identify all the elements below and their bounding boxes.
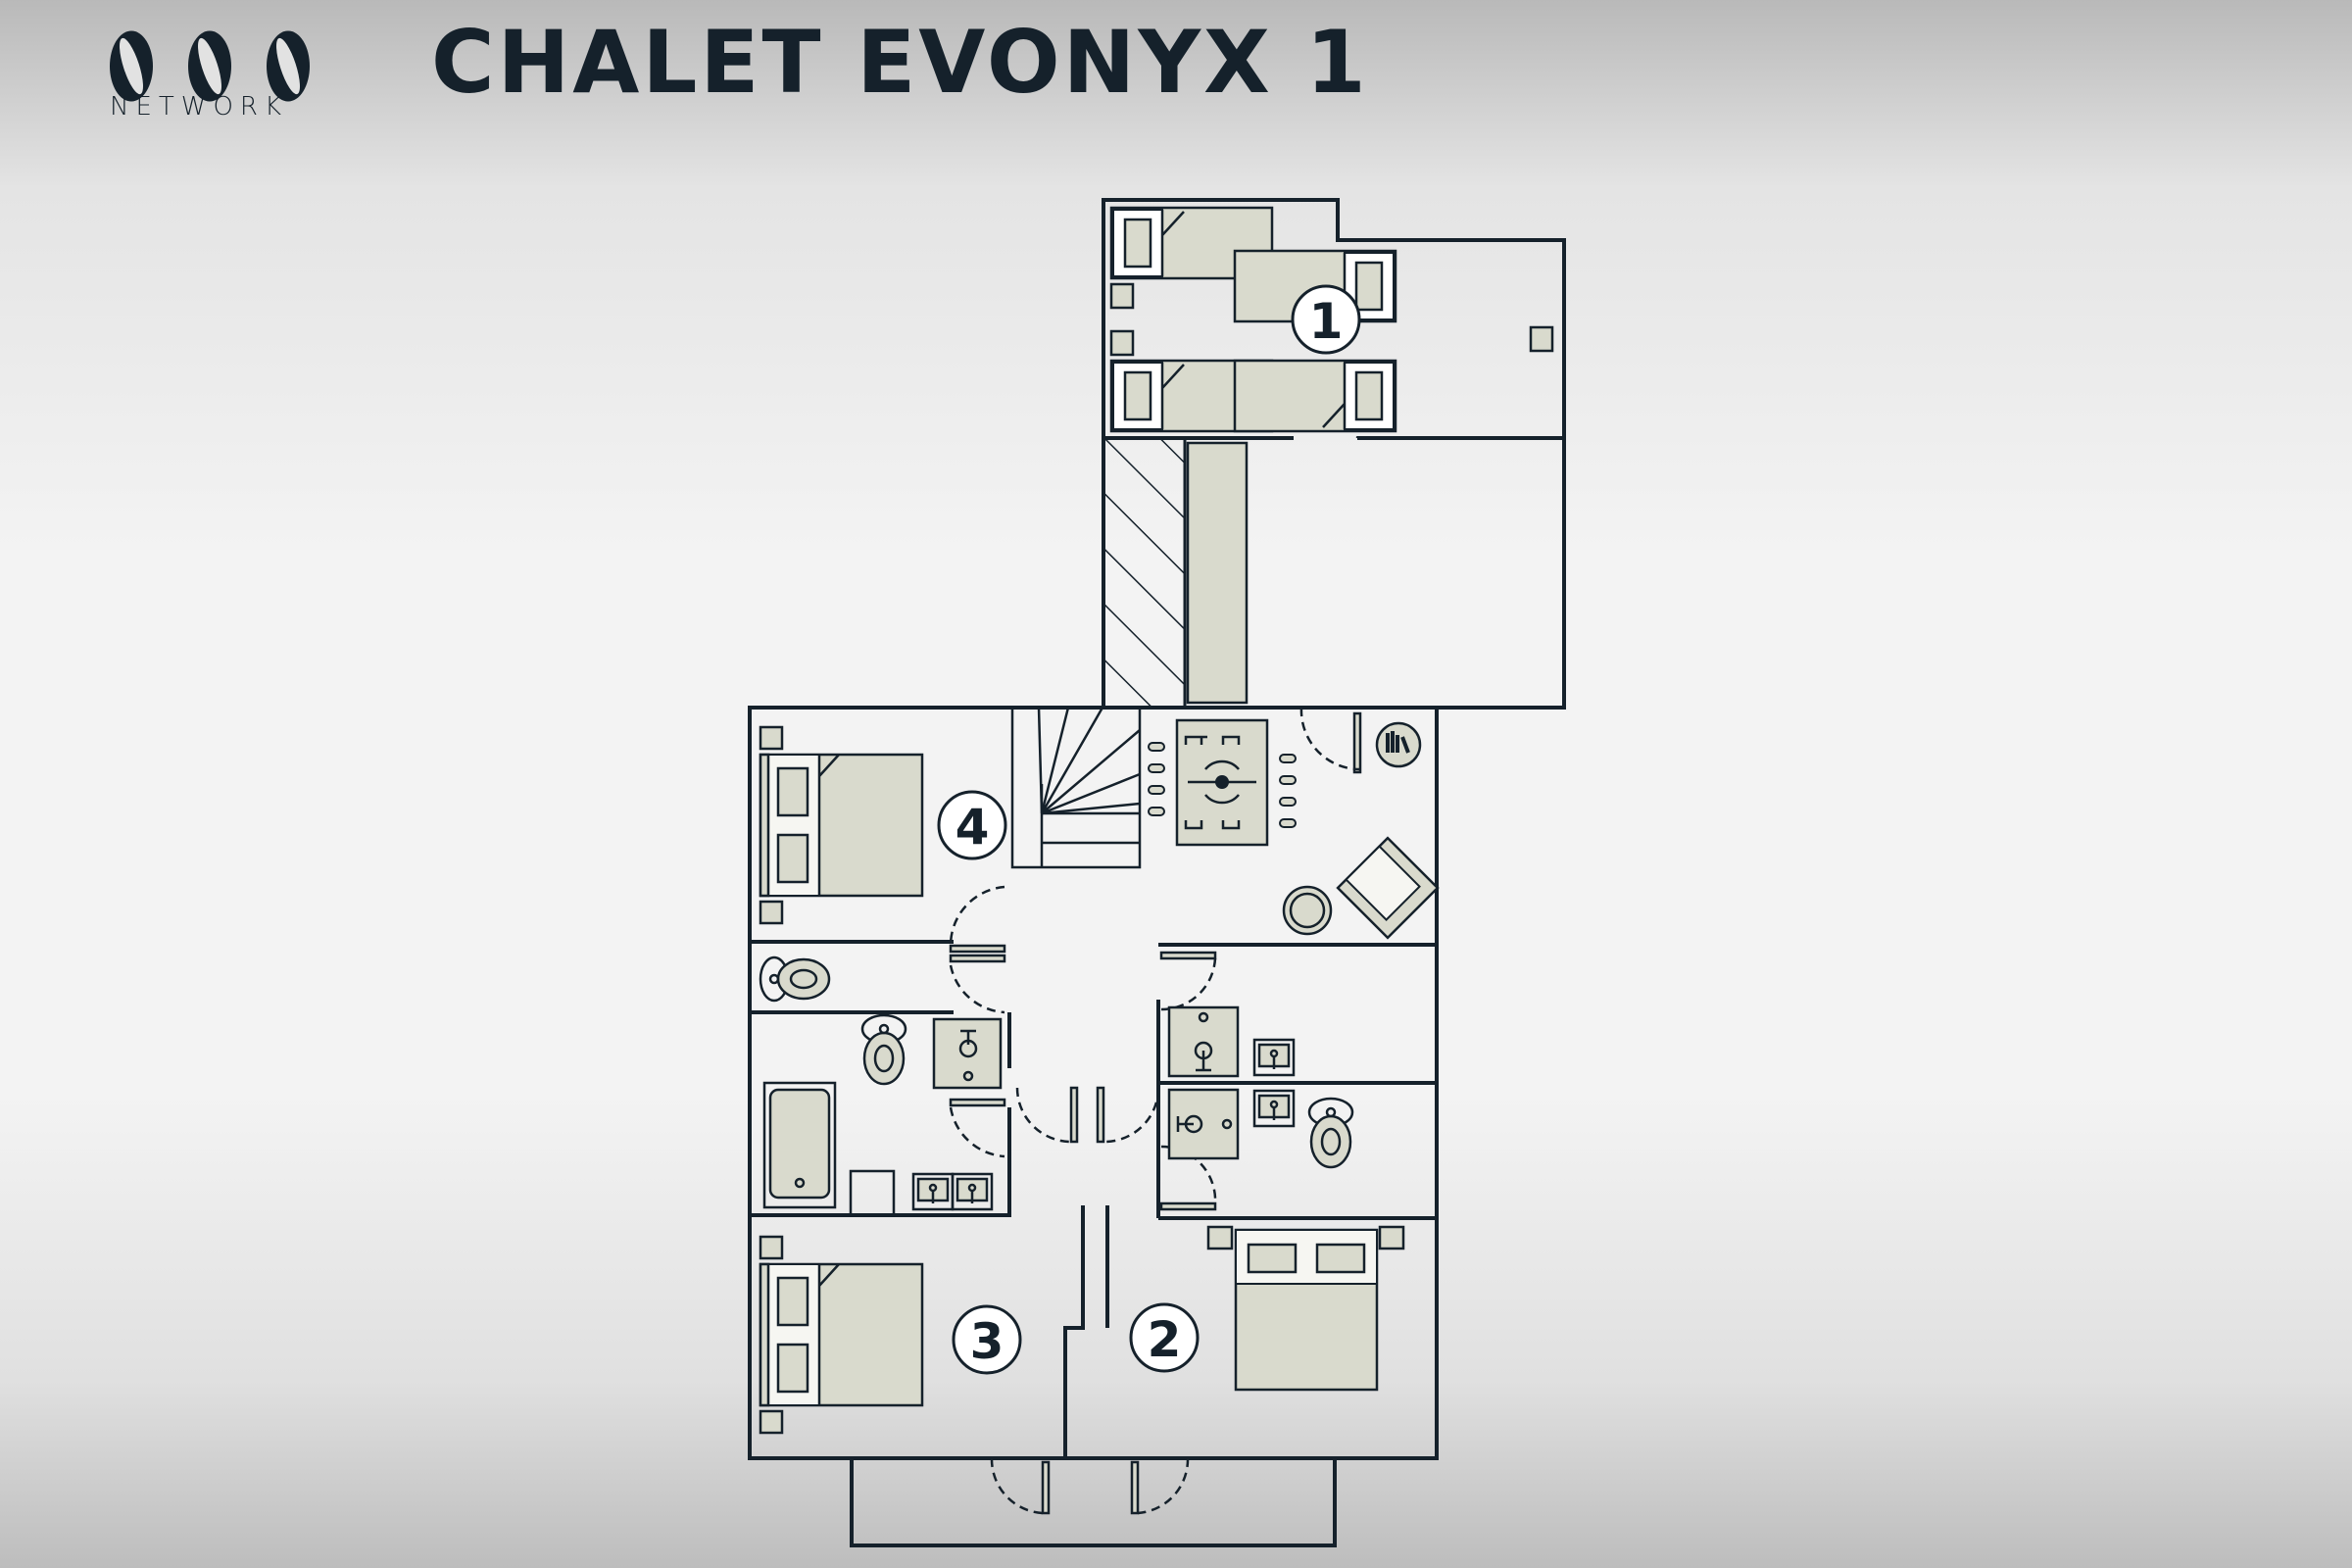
bookshelf-icon: [1375, 721, 1422, 768]
brand-logo: [110, 30, 310, 102]
side-table-icon: [1282, 885, 1333, 936]
stair-void: [1102, 436, 1187, 710]
svg-text:4: 4: [956, 799, 990, 856]
room-3-bed: [759, 1235, 924, 1435]
railing: [1186, 441, 1249, 705]
armchair-icon: [1336, 836, 1440, 940]
page-title: CHALET EVONYX 1: [431, 12, 1369, 113]
foosball-table-icon: [1148, 718, 1297, 847]
doors[interactable]: [949, 375, 1362, 1515]
room-2-bed: [1206, 1225, 1405, 1392]
room-4-bed: [759, 725, 924, 925]
room-label-4: 4: [937, 790, 1007, 860]
logo-text: NETWORK: [110, 92, 289, 122]
svg-text:1: 1: [1309, 293, 1344, 350]
svg-text:3: 3: [970, 1313, 1004, 1370]
room-label-2: 2: [1129, 1302, 1200, 1373]
bathroom-fixtures: [759, 956, 1354, 1217]
room-label-3: 3: [952, 1304, 1022, 1375]
room-1-beds: [1109, 206, 1554, 433]
svg-text:2: 2: [1148, 1311, 1182, 1368]
room-label-1: 1: [1291, 284, 1361, 355]
